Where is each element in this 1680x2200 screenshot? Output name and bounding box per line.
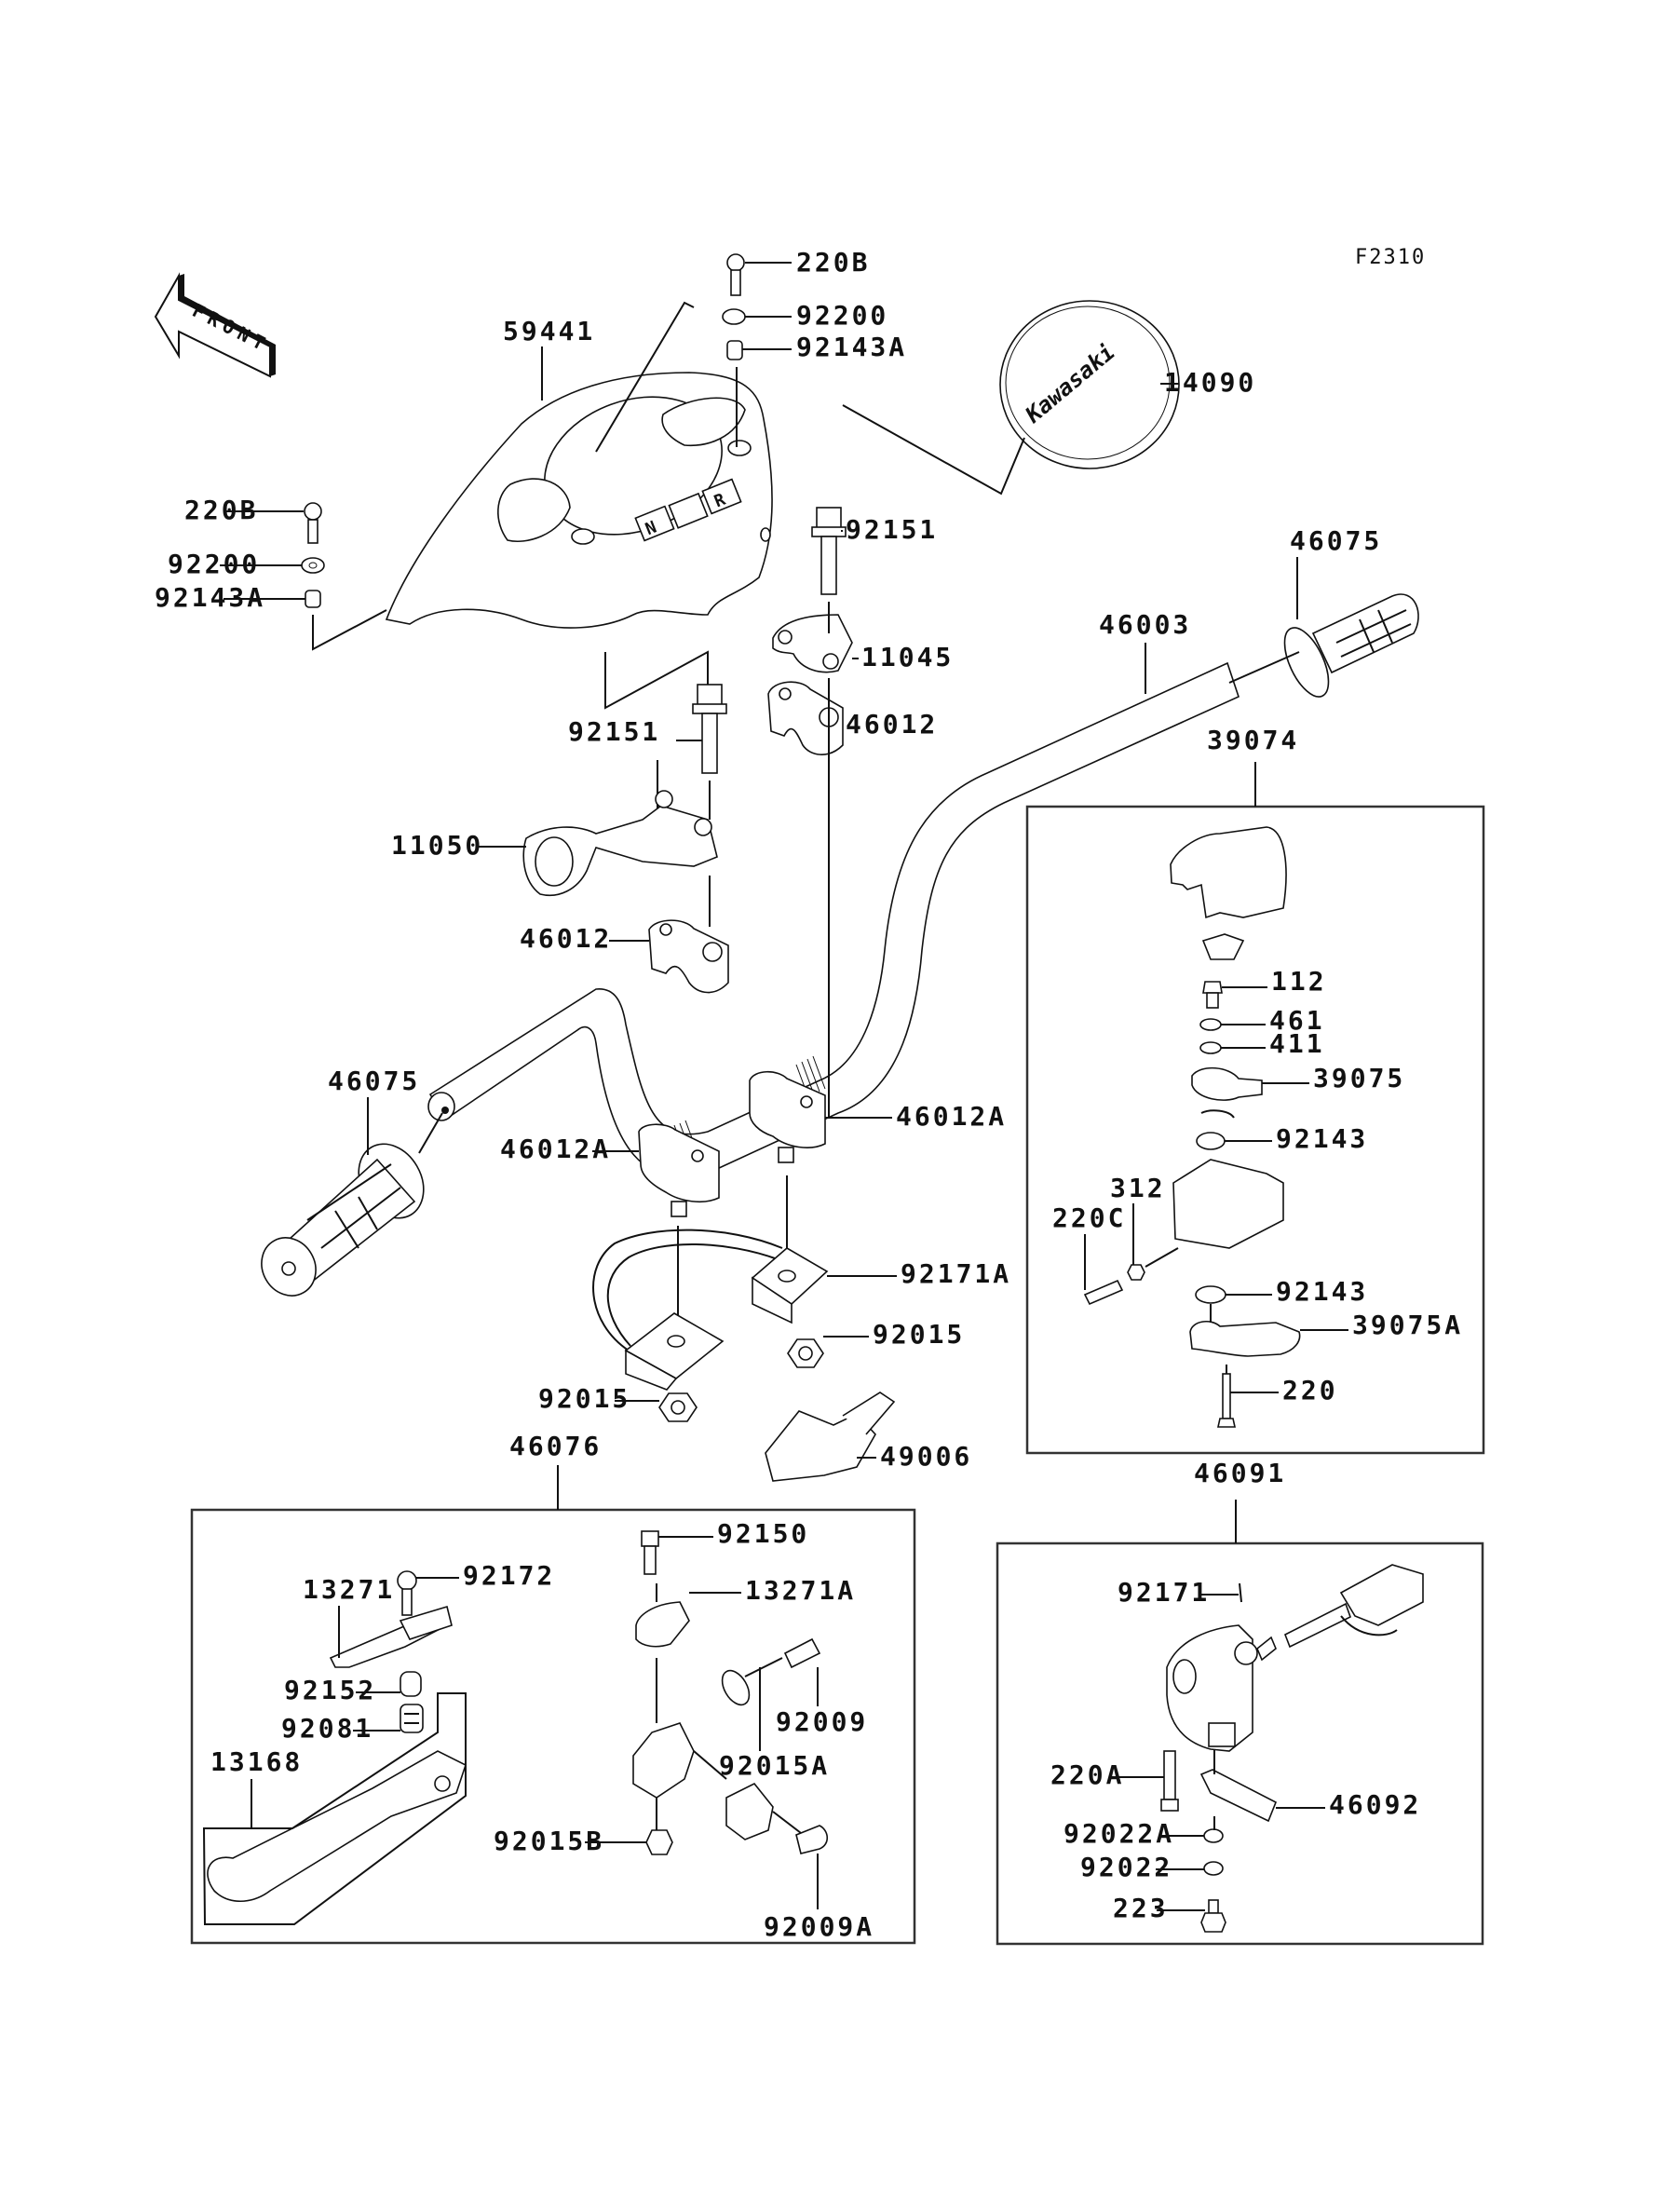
part-number-label[interactable]: 92143 xyxy=(1276,1123,1368,1154)
part-number-label[interactable]: 49006 xyxy=(880,1441,972,1472)
grip-right-part[interactable] xyxy=(1228,593,1419,703)
part-number-label[interactable]: 92152 xyxy=(284,1675,376,1705)
part-number-label[interactable]: 112 xyxy=(1271,966,1327,997)
nut-right-part[interactable] xyxy=(787,1338,824,1368)
screw-upper-part[interactable] xyxy=(726,253,745,296)
part-number-label[interactable]: 92171 xyxy=(1118,1577,1210,1608)
part-number-label[interactable]: 46012A xyxy=(500,1134,611,1164)
part-number-label[interactable]: 92081 xyxy=(281,1713,373,1744)
part-number-label[interactable]: 461 xyxy=(1269,1005,1325,1036)
part-number-label[interactable]: 92151 xyxy=(846,514,938,545)
switch-parts[interactable] xyxy=(1160,1564,1424,1933)
grommet-left-part[interactable] xyxy=(301,557,325,574)
figure-ref: F2310 xyxy=(1355,246,1426,269)
clutch-lever-parts[interactable] xyxy=(202,1530,829,1925)
part-number-label[interactable]: 92200 xyxy=(796,300,888,331)
part-number-label[interactable]: 14090 xyxy=(1164,367,1256,398)
part-number-label[interactable]: 92009 xyxy=(776,1706,868,1737)
part-number-label[interactable]: 46075 xyxy=(1290,525,1382,556)
part-number-label[interactable]: 11050 xyxy=(391,830,483,861)
part-number-label[interactable]: 92009A xyxy=(764,1911,874,1942)
part-number-label[interactable]: 92015 xyxy=(873,1319,965,1350)
clutch-lever-assembly-box xyxy=(190,1508,916,1945)
meter-cover-part[interactable]: N R xyxy=(385,301,773,710)
bracket-right-part[interactable] xyxy=(772,614,853,673)
part-number-label[interactable]: 11045 xyxy=(861,642,954,672)
part-number-label[interactable]: 92143A xyxy=(796,332,907,362)
part-number-label[interactable]: 220A xyxy=(1050,1759,1124,1790)
part-number-label[interactable]: 92151 xyxy=(568,716,660,747)
grip-left-part[interactable] xyxy=(251,1112,443,1306)
part-number-label[interactable]: 92171A xyxy=(901,1258,1011,1289)
emblem-cap-part[interactable]: Kawasaki xyxy=(842,300,1180,496)
part-number-label[interactable]: 220B xyxy=(796,247,870,278)
part-number-label[interactable]: 92015A xyxy=(719,1750,830,1781)
front-arrow-icon: FRONT xyxy=(154,272,276,378)
part-number-label[interactable]: 223 xyxy=(1113,1893,1169,1923)
part-labels: 59441220B9220092143A14090220B9220092143A… xyxy=(155,247,1463,1942)
part-number-label[interactable]: 59441 xyxy=(503,316,595,346)
part-number-label[interactable]: 92022A xyxy=(1064,1818,1174,1849)
part-number-label[interactable]: 312 xyxy=(1110,1173,1166,1203)
holder-upper-right-part[interactable] xyxy=(767,681,844,755)
part-number-label[interactable]: 46012 xyxy=(846,709,938,740)
part-number-label[interactable]: 39075A xyxy=(1352,1310,1463,1340)
holder-lower-left-part[interactable] xyxy=(638,1123,720,1365)
part-number-label[interactable]: 13168 xyxy=(210,1746,303,1777)
part-number-label[interactable]: 220 xyxy=(1282,1375,1338,1406)
part-number-label[interactable]: 39075 xyxy=(1313,1063,1405,1093)
part-number-label[interactable]: 13271 xyxy=(303,1574,395,1605)
part-number-label[interactable]: 46076 xyxy=(509,1431,602,1461)
part-number-label[interactable]: 220B xyxy=(184,495,258,525)
part-number-label[interactable]: 13271A xyxy=(745,1575,856,1606)
part-number-label[interactable]: 46092 xyxy=(1329,1789,1421,1820)
part-number-label[interactable]: 92143A xyxy=(155,582,265,613)
part-number-label[interactable]: 92200 xyxy=(168,549,260,579)
part-number-label[interactable]: 92022 xyxy=(1080,1852,1172,1882)
bracket-left-part[interactable] xyxy=(522,790,718,927)
part-number-label[interactable]: 46012A xyxy=(896,1101,1007,1132)
damper-part[interactable] xyxy=(765,1392,896,1482)
screw-left-part[interactable] xyxy=(304,502,322,544)
part-number-label[interactable]: 92143 xyxy=(1276,1276,1368,1307)
bolt-right-part[interactable] xyxy=(811,507,847,1118)
switch-assembly-box xyxy=(996,1541,1484,1946)
part-number-label[interactable]: 92015 xyxy=(538,1383,630,1414)
clamp-part[interactable] xyxy=(592,1229,829,1391)
part-number-label[interactable]: 46075 xyxy=(328,1066,420,1096)
part-number-label[interactable]: 92172 xyxy=(463,1560,555,1591)
part-number-label[interactable]: 39074 xyxy=(1207,725,1299,755)
part-number-label[interactable]: 92150 xyxy=(717,1518,809,1549)
part-number-label[interactable]: 46012 xyxy=(520,923,612,954)
nut-left-part[interactable] xyxy=(658,1392,698,1422)
grommet-upper-part[interactable] xyxy=(722,308,746,325)
part-number-label[interactable]: 411 xyxy=(1269,1028,1325,1059)
part-number-label[interactable]: 220C xyxy=(1052,1202,1126,1233)
holder-upper-left-part[interactable] xyxy=(648,919,729,994)
part-number-label[interactable]: 92015B xyxy=(494,1826,604,1856)
throttle-parts[interactable] xyxy=(1083,826,1301,1428)
holder-lower-right-part[interactable] xyxy=(749,1070,826,1271)
part-number-label[interactable]: 46003 xyxy=(1099,609,1191,640)
collar-left-part[interactable] xyxy=(305,590,387,651)
part-number-label[interactable]: 46091 xyxy=(1194,1458,1286,1488)
